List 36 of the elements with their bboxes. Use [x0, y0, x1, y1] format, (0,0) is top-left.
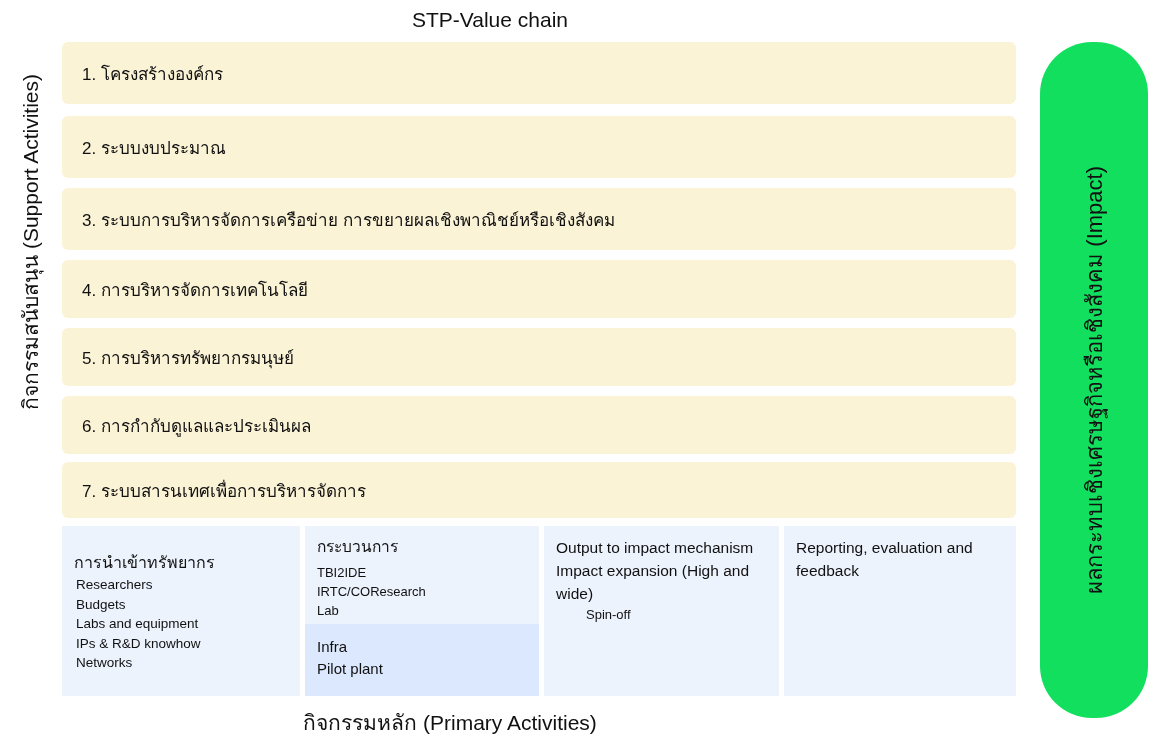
diagram-title: STP-Value chain [411, 8, 569, 32]
panel-text: Reporting, evaluation and feedback [796, 538, 974, 581]
list-item: Labs and equipment [76, 615, 200, 633]
activity-bar [62, 462, 1016, 518]
list-item: TBI2IDE [317, 564, 368, 582]
activity-panel [305, 526, 539, 696]
bar-label: 5. การบริหารทรัพยากรมนุษย์ [82, 347, 294, 371]
activity-bar [62, 116, 1016, 178]
bar-label: 7. ระบบสารนเทศเพื่อการบริหารจัดการ [82, 478, 366, 503]
activity-bar [62, 328, 1016, 386]
panel [305, 624, 539, 696]
list-item: Researchers [76, 576, 154, 594]
activity-bar [62, 396, 1016, 454]
list-item: IRTC/COResearch [317, 583, 427, 601]
bar-label: 6. การกำกับดูแลและประเมินผล [82, 415, 311, 439]
bar-label: 1. โครงสร้างองค์กร [82, 63, 223, 86]
bar-label: 3. ระบบการบริหารจัดการเครือข่าย การขยายผลเชิงพาณิชย์หรือเชิงสังคม [82, 209, 615, 232]
impact-label: ผลกระทบเชิงเศรษฐกิจหรือเชิงสังคม (Impact) [1080, 166, 1108, 594]
bar-label: 2. ระบบงบประมาณ [82, 137, 226, 160]
activity-bar [62, 260, 1016, 318]
panel-text: Impact expansion (High and wide) [556, 561, 750, 604]
list-item: Lab [317, 602, 340, 620]
list-item: Networks [76, 654, 134, 672]
panel-heading: การนำเข้าทรัพยากร [74, 553, 216, 573]
activity-bar [62, 42, 1016, 104]
axis-label: กิจกรรมหลัก (Primary Activities) [302, 710, 598, 736]
list-item: Pilot plant [317, 659, 384, 679]
axis-label: กิจกรรมสนับสนุน (Support Activities) [18, 74, 44, 410]
bar-label: 4. การบริหารจัดการเทคโนโลยี [82, 279, 308, 302]
list-item: IPs & R&D knowhow [76, 634, 202, 653]
list-item: Budgets [76, 595, 127, 614]
list-item: Infra [317, 637, 348, 657]
list-item: Spin-off [586, 606, 632, 624]
activity-bar [62, 188, 1016, 250]
panel-text: Output to impact mechanism [556, 538, 755, 558]
panel-heading: กระบวนการ [317, 537, 399, 557]
